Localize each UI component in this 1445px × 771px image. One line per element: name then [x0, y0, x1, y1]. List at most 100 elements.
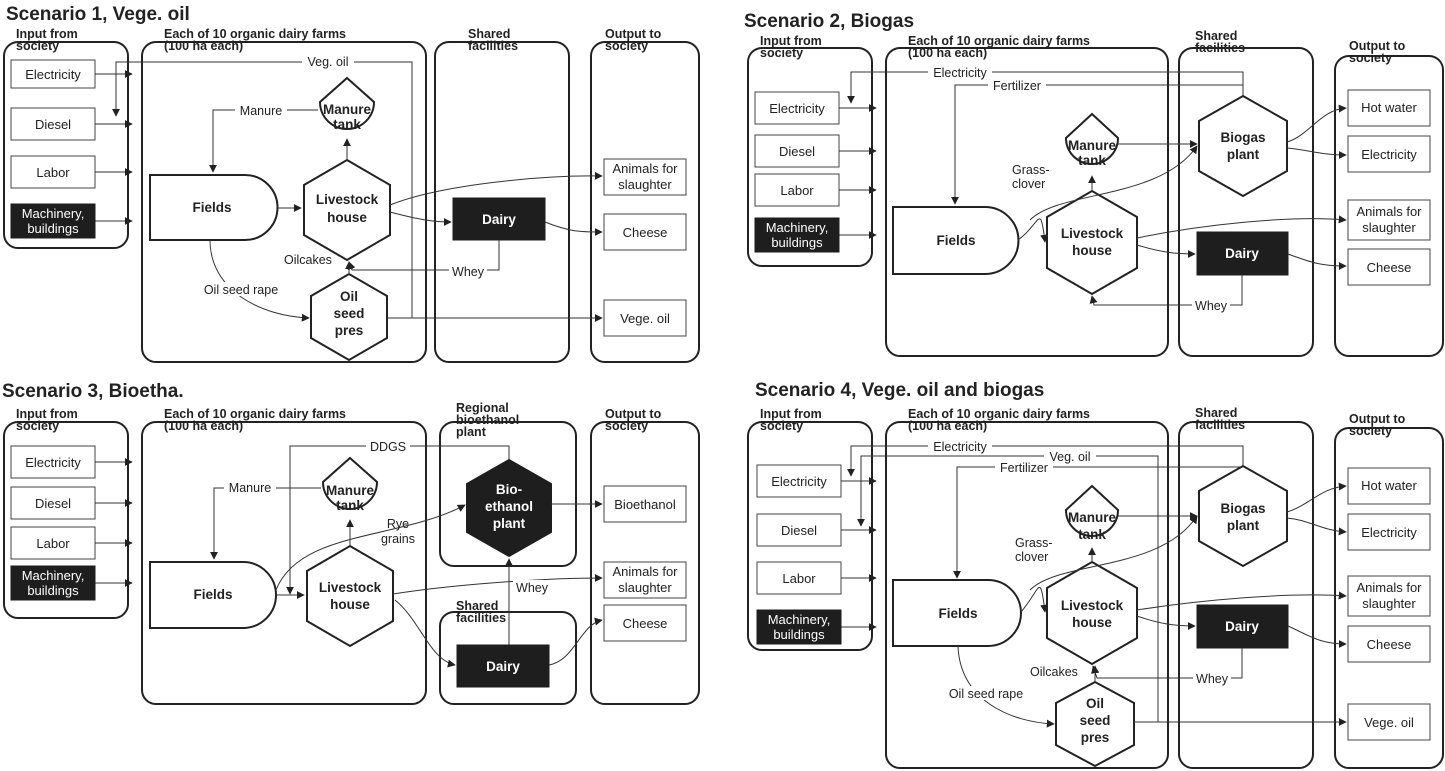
s4-node-dairy-label: Dairy — [1225, 619, 1259, 634]
s3-shared-frame — [439, 611, 577, 705]
s4-input-machinery-label: Machinery,buildings — [768, 612, 831, 642]
s1-node-fields-label: Fields — [192, 200, 231, 215]
s2-node-dairy — [1196, 231, 1289, 276]
s2-flow-fertilizer: Fertilizer — [993, 79, 1041, 93]
s2-input-labor — [754, 173, 840, 207]
s4-node-fields — [892, 579, 1022, 647]
s4-flow-oil-seed-rape: Oil seed rape — [949, 687, 1023, 701]
s4-flow-veg-oil: Veg. oil — [1049, 450, 1090, 464]
s4-input-electricity-label: Electricity — [771, 474, 827, 489]
s2-input-electricity-label: Electricity — [769, 101, 825, 116]
scenario-2-title: Scenario 2, Biogas — [744, 11, 914, 32]
s3-input-machinery-label: Machinery,buildings — [22, 568, 85, 598]
s2-node-dairy-label: Dairy — [1225, 246, 1259, 261]
s3-input-labor — [10, 526, 96, 560]
s2-input-machinery-label: Machinery,buildings — [766, 220, 829, 250]
s2-output-electricity — [1347, 135, 1431, 173]
s2-input-electricity — [754, 91, 840, 125]
s3-input-labor-label: Labor — [36, 536, 70, 551]
s1-node-oil-seed-pres — [310, 272, 388, 362]
s1-flow-veg-oil: Veg. oil — [307, 55, 348, 69]
s3-flow-ddgs: DDGS — [370, 440, 406, 454]
s3-node-livestock-house — [306, 544, 394, 648]
s4-flow-grass-clover: Grass-clover — [1015, 536, 1053, 564]
s3-farm-frame — [141, 421, 427, 705]
s1-input-frame — [3, 41, 129, 249]
s3-input-diesel — [10, 486, 96, 520]
s4-output-electricity — [1347, 513, 1431, 551]
s2-farm-frame — [885, 47, 1169, 357]
s1-input-machinery-label: Machinery,buildings — [22, 206, 85, 236]
s4-farm-title: Each of 10 organic dairy farms(100 ha ea… — [908, 407, 1090, 433]
scenario-4-title: Scenario 4, Vege. oil and biogas — [755, 380, 1044, 401]
s1-node-dairy-label: Dairy — [482, 212, 516, 227]
s3-flow-manure: Manure — [229, 481, 271, 495]
s3-output-bioethanol — [603, 485, 687, 523]
s4-input-labor-label: Labor — [782, 571, 816, 586]
s4-node-fields-label: Fields — [938, 606, 977, 621]
s4-input-labor — [756, 561, 842, 595]
s3-output-cheese-label: Cheese — [623, 616, 668, 631]
s3-input-machinery — [10, 565, 96, 601]
s4-output-animals — [1347, 575, 1431, 617]
s2-node-biogas-plant — [1198, 94, 1288, 198]
s4-node-manure-tank — [1064, 484, 1120, 537]
s3-node-fields — [149, 561, 277, 629]
s1-shared-frame — [434, 41, 570, 363]
s3-input-diesel-label: Diesel — [35, 496, 71, 511]
scenario-3-title: Scenario 3, Bioetha. — [2, 381, 184, 402]
s2-node-fields-label: Fields — [936, 233, 975, 248]
s4-output-electricity-label: Electricity — [1361, 525, 1417, 540]
s1-node-fields — [149, 174, 279, 241]
s3-node-manure-tank — [321, 456, 379, 510]
s1-input-diesel — [10, 107, 96, 141]
s2-flow-grass-clover: Grass-clover — [1012, 163, 1050, 191]
s4-node-biogas-plant — [1198, 464, 1288, 568]
s2-output-frame — [1334, 55, 1444, 357]
s2-output-hot-water-label: Hot water — [1361, 100, 1417, 115]
s4-output-cheese — [1347, 625, 1431, 663]
s4-output-cheese-label: Cheese — [1367, 637, 1412, 652]
s1-flow-whey: Whey — [452, 265, 485, 279]
s4-output-vege-oil-label: Vege. oil — [1364, 715, 1414, 730]
s2-node-livestock-house — [1046, 189, 1138, 296]
s2-flow-whey: Whey — [1195, 299, 1228, 313]
s2-flow-electricity: Electricity — [933, 66, 987, 80]
s4-input-diesel — [756, 513, 842, 547]
s1-flow-manure: Manure — [240, 104, 282, 118]
s3-node-dairy — [456, 644, 550, 688]
s2-output-cheese-label: Cheese — [1367, 260, 1412, 275]
s1-farm-frame — [141, 41, 427, 363]
s1-output-cheese — [603, 213, 687, 251]
s2-output-cheese — [1347, 248, 1431, 286]
s3-flow-whey: Whey — [516, 581, 549, 595]
s2-output-animals — [1347, 199, 1431, 241]
s1-input-electricity — [10, 59, 96, 89]
